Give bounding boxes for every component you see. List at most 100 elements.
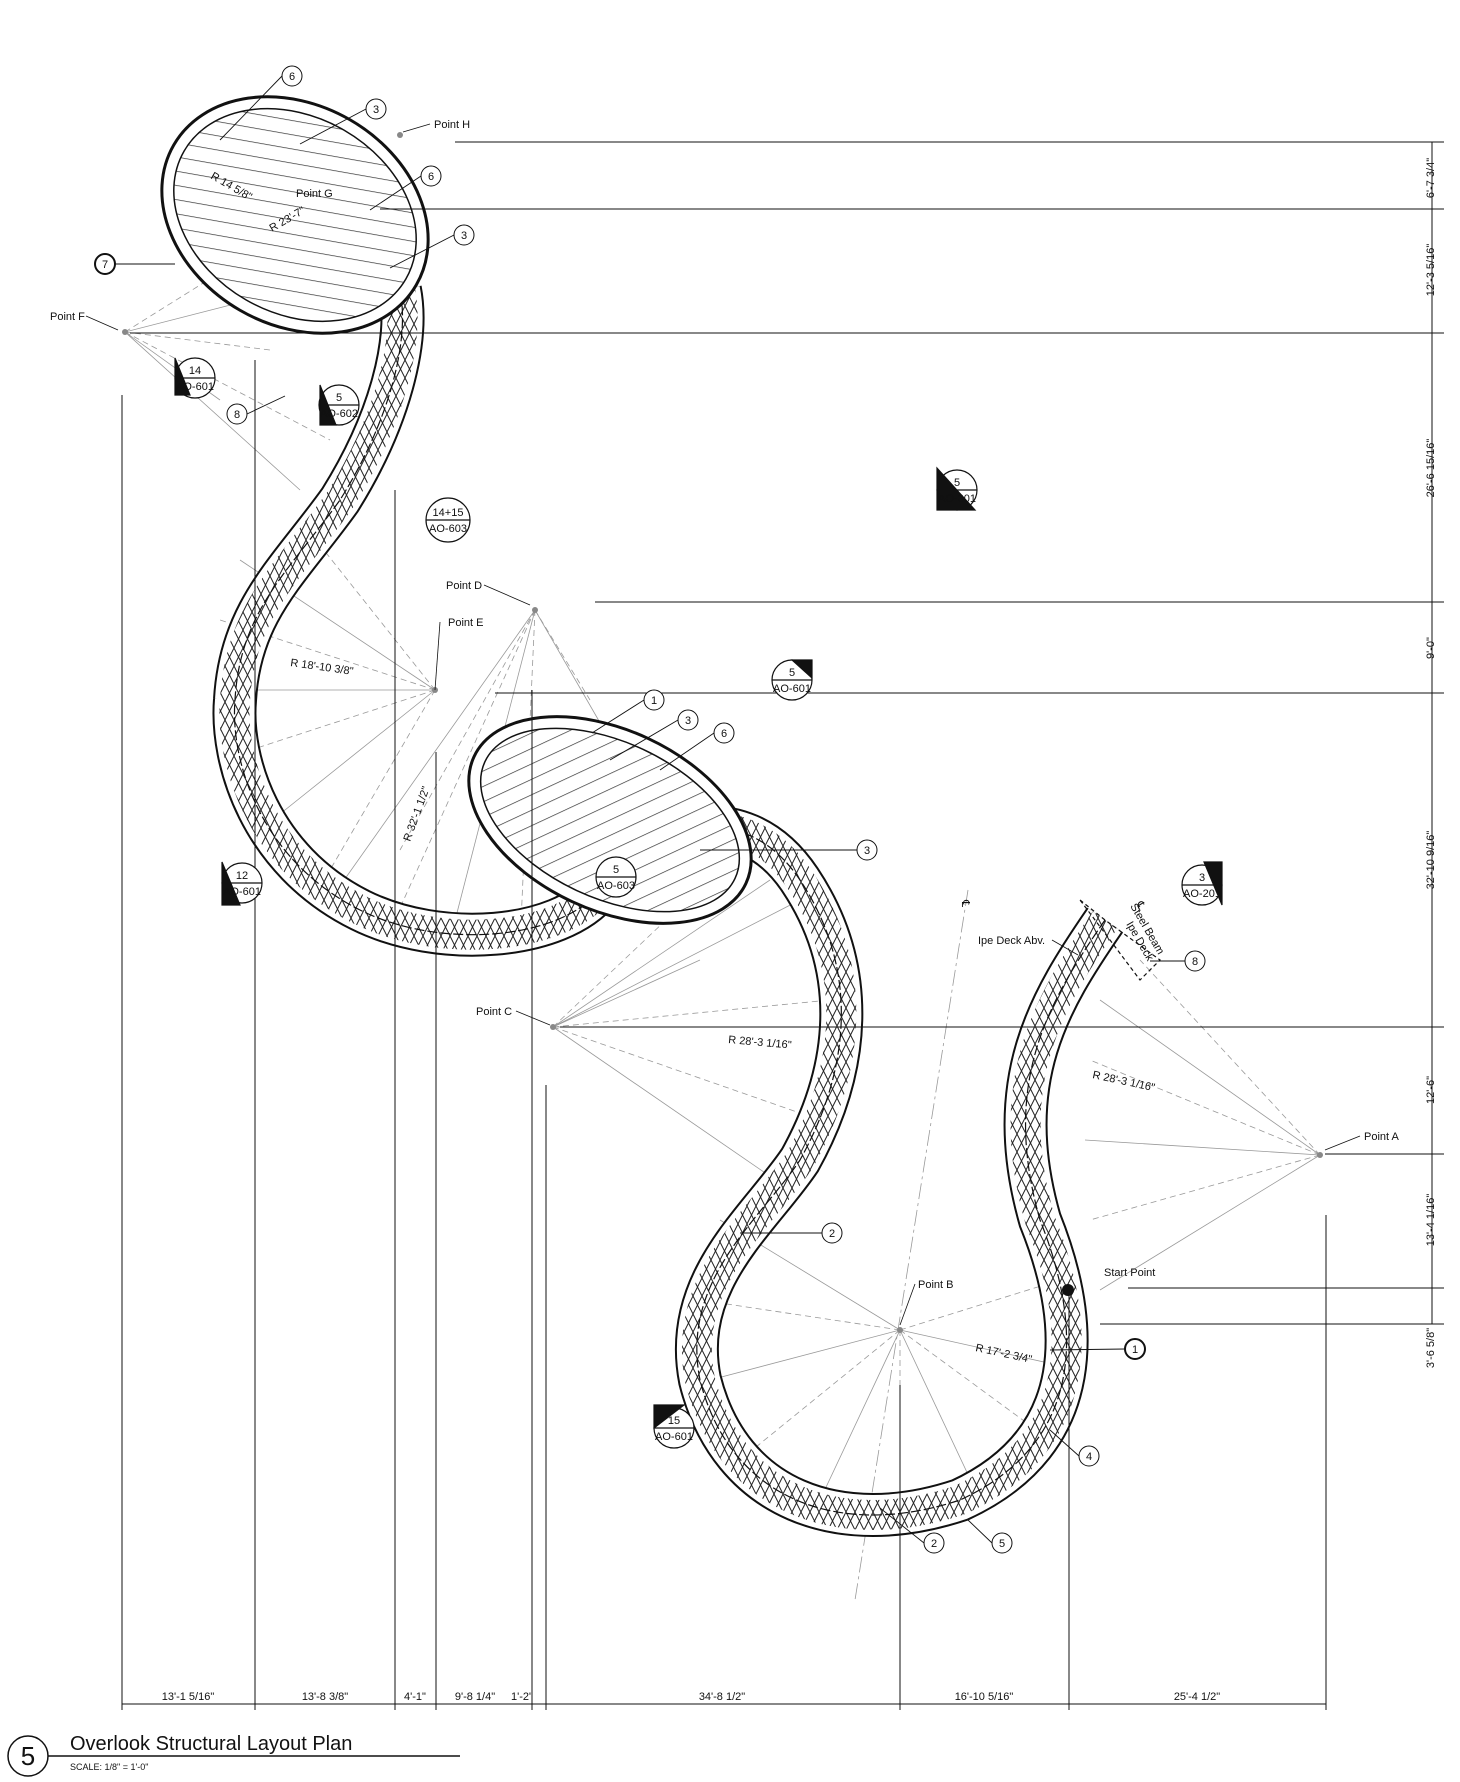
walkway-truss [212, 285, 1124, 1537]
right-dim: 12'-6" [1425, 1076, 1437, 1104]
section-num: 5 [954, 477, 960, 489]
point-b-marker [897, 1327, 903, 1333]
section-tags [174, 357, 1223, 1449]
keynote-number: 7 [102, 259, 108, 271]
point-f-label: Point F [50, 311, 85, 323]
section-num: 5 [613, 864, 619, 876]
drawing-scale: SCALE: 1/8" = 1'-0" [70, 1762, 148, 1772]
right-dim: 6'-7 3/4" [1425, 158, 1437, 198]
right-dimensions: 6'-7 3/4" 12'-3 5/16" 26'-6 15/16" 9'-0"… [1425, 158, 1437, 1368]
section-tag[interactable] [936, 466, 978, 511]
bottom-dim: 16'-10 5/16" [955, 1691, 1014, 1703]
keynote-number: 3 [373, 104, 379, 116]
start-point-marker [1062, 1284, 1074, 1296]
keynote-number: 2 [931, 1538, 937, 1550]
point-leaders [85, 123, 1361, 1326]
section-num: 14+15 [433, 507, 464, 519]
keynote-number: 3 [685, 715, 691, 727]
section-num: 5 [336, 392, 342, 404]
bottom-extension-lines [121, 360, 1327, 1710]
section-tag[interactable] [1181, 861, 1223, 906]
section-tag[interactable] [221, 861, 263, 906]
section-sheet: AO-601 [655, 1431, 693, 1443]
section-sheet: AO-201 [1183, 888, 1221, 900]
title-block: 5 Overlook Structural Layout Plan SCALE:… [7, 1733, 460, 1777]
keynote-number: 8 [1192, 956, 1198, 968]
keynote-number: 1 [1132, 1344, 1138, 1356]
bottom-dim: 25'-4 1/2" [1174, 1691, 1220, 1703]
section-tag[interactable] [174, 357, 216, 399]
point-c-marker [550, 1024, 556, 1030]
point-f-marker [122, 329, 128, 335]
section-tag[interactable] [771, 659, 813, 701]
right-dim: 26'-6 15/16" [1425, 439, 1437, 498]
keynote-number: 6 [289, 71, 295, 83]
right-dim: 13'-4 1/16" [1425, 1194, 1437, 1247]
point-e-label: Point E [448, 617, 483, 629]
point-a-label: Point A [1364, 1131, 1400, 1143]
upper-platform [160, 95, 430, 335]
section-sheet: AO-603 [429, 523, 467, 535]
keynote-number: 6 [428, 171, 434, 183]
section-num: 3 [1199, 872, 1205, 884]
keynote-number: 3 [461, 230, 467, 242]
entry-deck [1079, 899, 1161, 981]
keynote-numbers: 6 3 6 3 7 8 1 3 6 3 8 2 1 4 2 5 [102, 71, 1198, 1550]
section-tag[interactable] [653, 1404, 695, 1449]
section-tag[interactable] [318, 384, 360, 426]
start-point-label: Start Point [1104, 1267, 1155, 1279]
bottom-dim: 4'-1" [404, 1691, 426, 1703]
section-sheet: AO-301 [938, 493, 976, 505]
point-c-label: Point C [476, 1006, 512, 1018]
right-dim: 9'-0" [1425, 637, 1437, 659]
point-b-label: Point B [918, 1279, 953, 1291]
section-sheet: AO-601 [223, 886, 261, 898]
point-g-label: Point G [296, 188, 333, 200]
keynote-number: 1 [651, 695, 657, 707]
section-num: 12 [236, 870, 248, 882]
keynote-number: 5 [999, 1538, 1005, 1550]
section-sheet: AO-601 [773, 683, 811, 695]
section-sheet: AO-602 [320, 408, 358, 420]
radius-label: R 28'-3 1/16" [1091, 1069, 1156, 1094]
radius-label: R 32'-1 1/2" [402, 785, 433, 843]
point-d-label: Point D [446, 580, 482, 592]
right-extension-lines [130, 141, 1444, 1325]
point-labels: Point H Point G Point F Point E Point D … [50, 119, 1400, 1291]
middle-platform [467, 715, 753, 925]
section-sheet: AO-603 [597, 880, 635, 892]
center-points [122, 132, 1323, 1333]
keynote-leaders [115, 75, 1185, 1544]
right-dim: 32'-10 9/16" [1425, 831, 1437, 890]
radius-label: R 28'-3 1/16" [728, 1034, 792, 1051]
keynote-bubbles [94, 65, 1206, 1554]
bottom-dim: 1'-2" [511, 1691, 533, 1703]
section-num: 5 [789, 667, 795, 679]
bottom-dimensions: 13'-1 5/16" 13'-8 3/8" 4'-1" 9'-8 1/4" 1… [162, 1691, 1221, 1703]
section-tag-labels: 14 AO-601 5 AO-602 14+15 AO-603 5 AO-301… [176, 365, 1221, 1443]
right-dim: 12'-3 5/16" [1425, 244, 1437, 297]
centerline-symbol: ℄ [959, 899, 971, 907]
radius-label: R 17'-2 3/4" [974, 1342, 1033, 1366]
bottom-dim: 34'-8 1/2" [699, 1691, 745, 1703]
keynote-number: 2 [829, 1228, 835, 1240]
point-h-label: Point H [434, 119, 470, 131]
point-d-marker [532, 607, 538, 613]
keynote-number: 8 [234, 409, 240, 421]
section-sheet: AO-601 [176, 381, 214, 393]
point-a-marker [1317, 1152, 1323, 1158]
point-h-marker [397, 132, 403, 138]
ipe-deck-abv-note: Ipe Deck Abv. [978, 935, 1045, 947]
bottom-dim: 13'-1 5/16" [162, 1691, 215, 1703]
bottom-dim: 13'-8 3/8" [302, 1691, 348, 1703]
keynote-number: 6 [721, 728, 727, 740]
drawing-title: Overlook Structural Layout Plan [70, 1733, 352, 1755]
section-num: 15 [668, 1415, 680, 1427]
section-num: 14 [189, 365, 201, 377]
section-tag[interactable] [595, 856, 637, 898]
section-tag[interactable] [425, 497, 471, 543]
keynote-number: 3 [864, 845, 870, 857]
keynote-number: 4 [1086, 1451, 1092, 1463]
drawing-number: 5 [21, 1741, 35, 1771]
